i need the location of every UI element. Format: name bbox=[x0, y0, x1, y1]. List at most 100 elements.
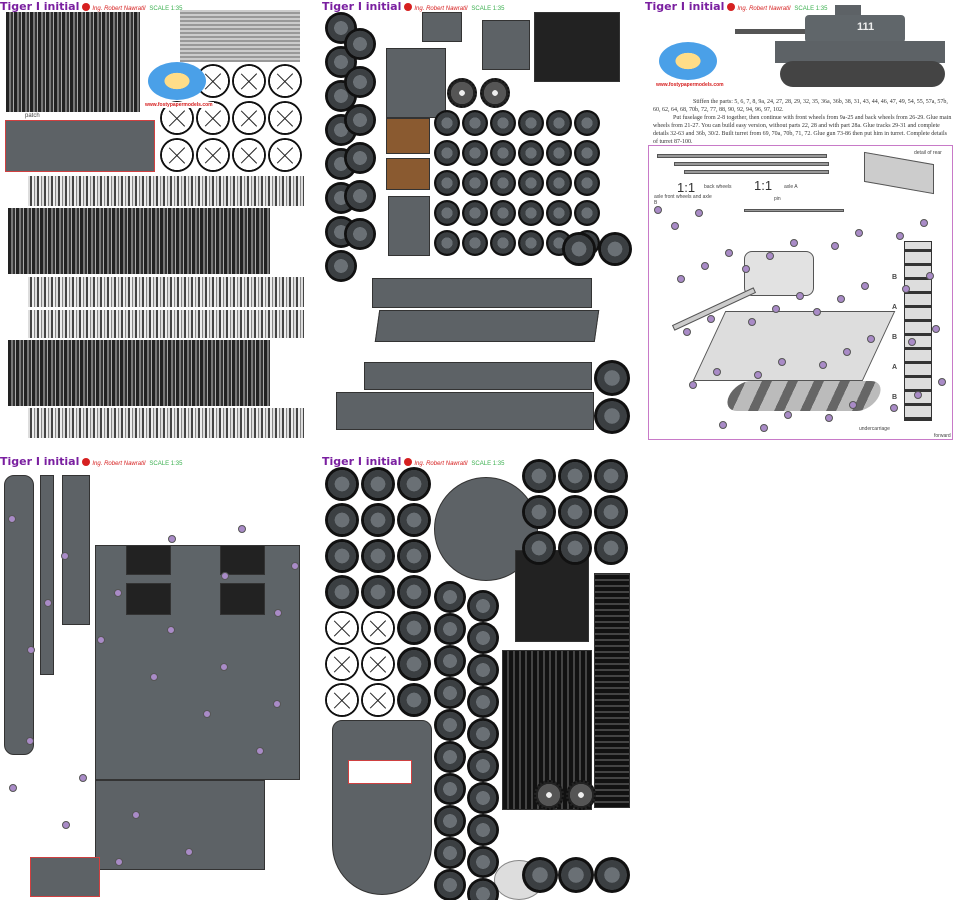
patch bbox=[30, 857, 100, 897]
author: Ing. Robert Nawratil bbox=[414, 6, 468, 12]
part-number-marker bbox=[9, 784, 17, 792]
track-mark-label: B bbox=[892, 334, 898, 341]
idler-wheel bbox=[462, 230, 488, 256]
roadwheel bbox=[325, 539, 359, 573]
part-number-marker bbox=[813, 308, 821, 316]
part-number-marker bbox=[291, 562, 299, 570]
part-number-marker bbox=[654, 206, 662, 214]
idler-wheel bbox=[546, 110, 572, 136]
roadwheel bbox=[594, 459, 628, 493]
sprocket-wheel bbox=[480, 78, 510, 108]
part-number-marker bbox=[701, 262, 709, 270]
roadwheel bbox=[467, 814, 499, 846]
logo-url: www.fostypapermodels.com bbox=[655, 82, 725, 88]
roadwheel bbox=[397, 503, 431, 537]
track-strip bbox=[28, 310, 304, 338]
roadwheel bbox=[558, 495, 592, 529]
rear-detail-drawing bbox=[864, 151, 934, 195]
roadwheel-rim bbox=[268, 138, 302, 172]
roadwheel bbox=[467, 654, 499, 686]
author-logo-icon bbox=[404, 458, 413, 467]
part-number-marker bbox=[784, 411, 792, 419]
sheet-title: Tiger I initial bbox=[0, 0, 80, 13]
axle-rod bbox=[684, 170, 829, 174]
hull-top bbox=[95, 545, 300, 780]
roadwheel bbox=[467, 622, 499, 654]
part-number-marker bbox=[221, 572, 229, 580]
assembly-diagram: 1:1 back wheels 1:1 axle A axle front wh… bbox=[648, 145, 953, 440]
idler-wheel bbox=[462, 140, 488, 166]
grille-part bbox=[534, 12, 620, 82]
idler-wheel bbox=[462, 170, 488, 196]
part-number-marker bbox=[256, 747, 264, 755]
part-number-marker bbox=[274, 609, 282, 617]
roadwheel bbox=[558, 531, 592, 565]
roadwheel bbox=[594, 360, 630, 396]
hull-side bbox=[374, 310, 600, 342]
label-forward: forward bbox=[934, 433, 951, 439]
part-number-marker bbox=[796, 292, 804, 300]
roadwheel bbox=[467, 750, 499, 782]
idler-wheel bbox=[434, 230, 460, 256]
roadwheel bbox=[361, 611, 395, 645]
idler-wheel bbox=[518, 230, 544, 256]
author: Ing. Robert Nawratil bbox=[92, 6, 146, 12]
scale: SCALE 1:35 bbox=[149, 6, 183, 12]
sheet-title: Tiger I initial bbox=[645, 0, 725, 13]
roadwheel-rim bbox=[232, 101, 266, 135]
roadwheel bbox=[361, 539, 395, 573]
part-number-marker bbox=[26, 737, 34, 745]
author-logo-icon bbox=[404, 3, 413, 12]
idler-wheel bbox=[518, 200, 544, 226]
idler-wheel bbox=[490, 140, 516, 166]
part-number-marker bbox=[8, 515, 16, 523]
track-mark-label: A bbox=[892, 304, 898, 311]
roadwheel-rim bbox=[268, 64, 302, 98]
part-number-marker bbox=[790, 239, 798, 247]
roadwheel bbox=[325, 250, 357, 282]
roadwheel bbox=[344, 104, 376, 136]
author: Ing. Robert Nawratil bbox=[92, 461, 146, 467]
roadwheel bbox=[598, 232, 632, 266]
scale: SCALE 1:35 bbox=[794, 6, 828, 12]
idler-wheel bbox=[518, 170, 544, 196]
part-number-marker bbox=[97, 636, 105, 644]
part-number-marker bbox=[677, 275, 685, 283]
part-number-marker bbox=[825, 414, 833, 422]
axle-rod bbox=[674, 162, 829, 166]
roadwheel bbox=[397, 611, 431, 645]
roadwheel bbox=[361, 647, 395, 681]
red-marked-part bbox=[348, 760, 412, 784]
part-number-marker bbox=[754, 371, 762, 379]
roadwheel bbox=[467, 878, 499, 900]
roadwheel bbox=[325, 683, 359, 717]
idler-wheel bbox=[434, 140, 460, 166]
roadwheel bbox=[325, 611, 359, 645]
track-sheet-light bbox=[180, 10, 300, 62]
roadwheel bbox=[467, 718, 499, 750]
roadwheel bbox=[467, 782, 499, 814]
idler-wheel bbox=[490, 170, 516, 196]
scale: SCALE 1:35 bbox=[149, 461, 183, 467]
part-number-marker bbox=[766, 252, 774, 260]
roadwheel bbox=[434, 677, 466, 709]
part-number-marker bbox=[926, 272, 934, 280]
engine-grille bbox=[220, 545, 265, 575]
instructions: Stiffen the parts: 5, 6, 7, 8, 9a, 24, 2… bbox=[653, 98, 953, 146]
idler-wheel bbox=[490, 200, 516, 226]
publisher-logo: www.fostypapermodels.com bbox=[655, 42, 725, 88]
publisher-logo: www.fostypapermodels.com bbox=[144, 62, 214, 108]
part-number-marker bbox=[890, 404, 898, 412]
scale-ratio: 1:1 bbox=[754, 178, 773, 193]
roadwheel bbox=[434, 773, 466, 805]
hull-side bbox=[372, 278, 592, 308]
engine-grille bbox=[126, 583, 171, 615]
part-number-marker bbox=[79, 774, 87, 782]
hull-side-strip bbox=[40, 475, 54, 675]
idler-wheel bbox=[462, 110, 488, 136]
part-number-marker bbox=[671, 222, 679, 230]
part-number-marker bbox=[725, 249, 733, 257]
